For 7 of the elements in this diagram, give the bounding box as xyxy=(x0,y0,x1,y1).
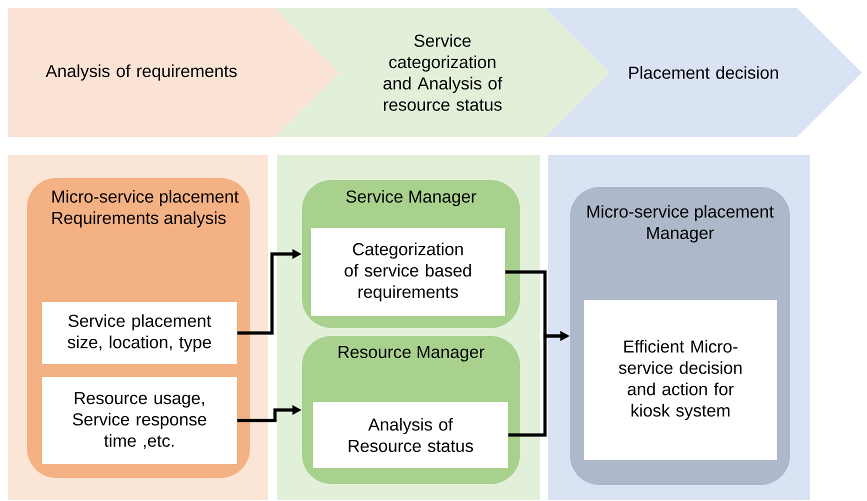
chevron-step: Service categorization and Analysis of resource status xyxy=(275,8,610,137)
process-box: Service placement size, location, type xyxy=(42,302,237,364)
process-box: Analysis of Resource status xyxy=(313,402,508,468)
chevron-step: Placement decision xyxy=(545,8,862,137)
process-box: Efficient Micro-service decision and action for kiosk system xyxy=(584,300,778,460)
process-box: Resource usage, Service response time ,etc. xyxy=(42,377,237,464)
process-box: Categorization of service based requirements xyxy=(311,228,505,316)
